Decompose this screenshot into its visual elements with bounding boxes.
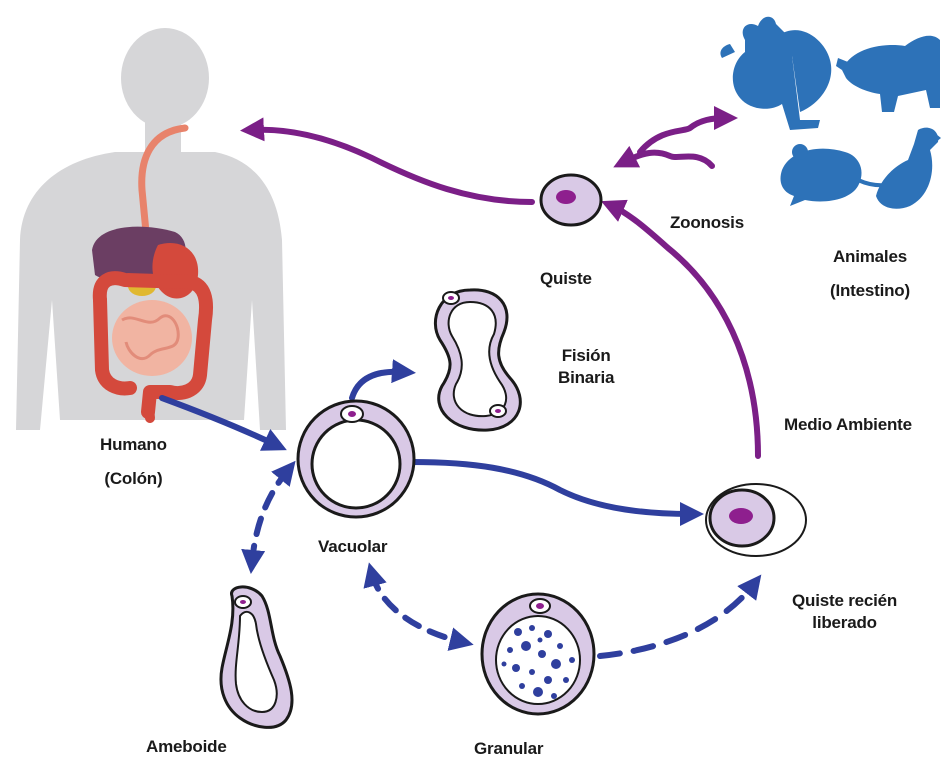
quiste-recien-liberado-cell: [706, 484, 806, 556]
fision-binaria-cell: [435, 290, 520, 430]
duck-icon: [876, 128, 941, 209]
quiste-cell: [541, 175, 601, 225]
humano-label: Humano (Colón): [100, 428, 167, 496]
animales-label: Animales (Intestino): [830, 240, 910, 308]
vacuolar-label: Vacuolar: [318, 530, 387, 564]
fision-binaria-label: Fisión Binaria: [558, 345, 614, 389]
ameboide-cell: [221, 587, 292, 727]
granular-label: Granular: [474, 732, 543, 766]
granular-cell: [482, 594, 594, 714]
rooster-icon: [720, 17, 831, 130]
pig-icon: [836, 36, 940, 112]
quiste-recien-liberado-label: Quiste recién liberado: [792, 590, 897, 634]
quiste-label: Quiste: [540, 262, 592, 296]
ameboide-label: Ameboide: [146, 730, 227, 764]
human-body-icon: [16, 28, 286, 430]
zoonosis-label: Zoonosis: [670, 206, 744, 240]
vacuolar-cell: [298, 401, 414, 517]
medio-ambiente-label: Medio Ambiente: [784, 408, 912, 442]
